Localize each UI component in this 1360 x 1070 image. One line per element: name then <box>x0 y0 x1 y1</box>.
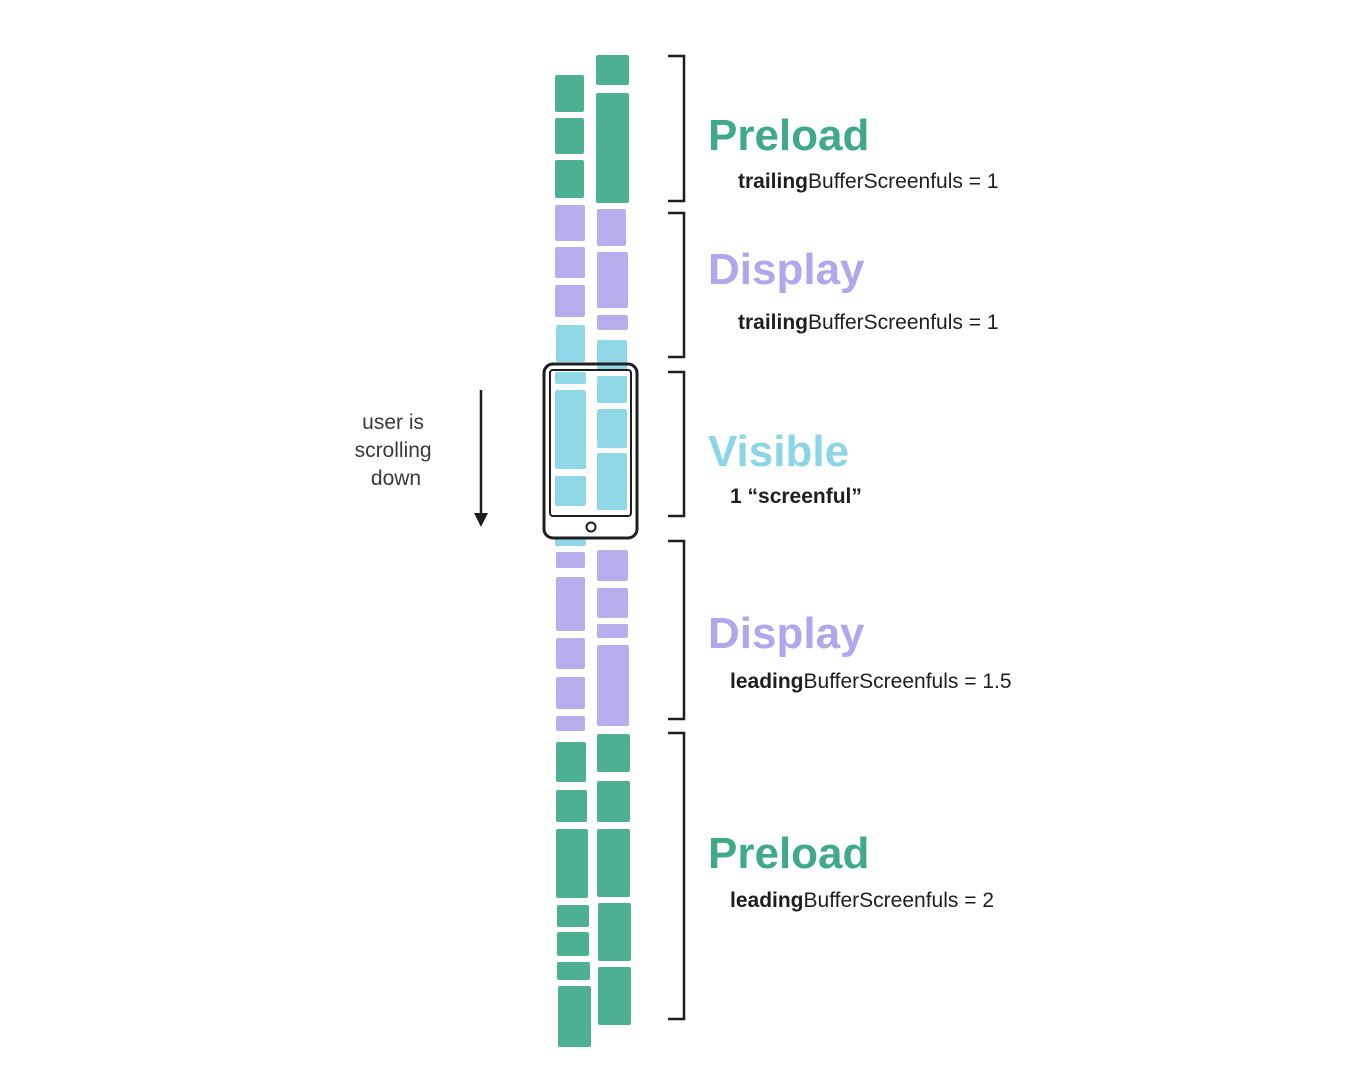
cell-columns <box>555 55 631 1047</box>
arrow-down-icon <box>474 390 488 527</box>
param-visible: 1 “screenful” <box>730 485 862 508</box>
cell-28 <box>597 340 627 371</box>
param-preload-bottom: leadingBufferScreenfuls = 2 <box>730 889 994 912</box>
param-preload-top-bold: trailing <box>738 170 808 193</box>
cell-40 <box>598 967 631 1025</box>
cell-11 <box>556 552 585 568</box>
cell-24 <box>596 93 629 203</box>
cell-22 <box>558 986 591 1047</box>
cell-5 <box>555 285 585 317</box>
cell-2 <box>555 160 584 198</box>
cell-32 <box>597 550 628 581</box>
heading-preload-top: Preload <box>708 111 869 160</box>
bracket-preload-top <box>668 54 686 203</box>
cell-26 <box>597 252 628 308</box>
cell-29 <box>597 376 627 403</box>
cell-25 <box>597 209 626 246</box>
param-display-bottom: leadingBufferScreenfuls = 1.5 <box>730 670 1012 693</box>
param-preload-bottom-bold: leading <box>730 889 804 912</box>
param-display-bottom-bold: leading <box>730 670 804 693</box>
param-display-top-bold: trailing <box>738 311 808 334</box>
cell-12 <box>556 577 585 631</box>
cell-6 <box>556 325 585 362</box>
cell-34 <box>597 624 628 638</box>
cell-17 <box>556 790 587 822</box>
cell-20 <box>557 932 589 956</box>
cell-16 <box>556 742 586 782</box>
section-brackets <box>668 54 686 1021</box>
cell-15 <box>556 716 585 731</box>
cell-39 <box>598 903 631 961</box>
heading-visible: Visible <box>708 427 849 476</box>
cell-18 <box>556 829 588 898</box>
heading-display-top: Display <box>708 245 865 294</box>
cell-36 <box>597 734 630 772</box>
param-display-top-rest: BufferScreenfuls = 1 <box>808 311 998 334</box>
param-preload-top: trailingBufferScreenfuls = 1 <box>738 170 999 193</box>
cell-30 <box>597 409 627 448</box>
cell-38 <box>597 829 630 897</box>
scroll-note-line3: down <box>371 467 421 490</box>
param-preload-bottom-rest: BufferScreenfuls = 2 <box>804 889 994 912</box>
bracket-preload-bottom <box>668 731 686 1021</box>
scroll-note: user is scrolling down <box>355 411 438 490</box>
cell-14 <box>556 677 585 709</box>
param-display-top: trailingBufferScreenfuls = 1 <box>738 311 999 334</box>
cell-37 <box>597 781 630 822</box>
param-preload-top-rest: BufferScreenfuls = 1 <box>808 170 998 193</box>
cell-19 <box>557 905 589 927</box>
bracket-display-bottom <box>668 539 686 721</box>
param-visible-bold: 1 “screenful” <box>730 485 862 508</box>
cell-0 <box>555 75 584 112</box>
cell-13 <box>556 638 585 669</box>
bracket-display-top <box>668 211 686 359</box>
cell-9 <box>555 476 586 506</box>
cell-21 <box>557 962 590 980</box>
cell-4 <box>555 247 585 278</box>
cell-3 <box>555 205 585 241</box>
cell-23 <box>596 55 629 85</box>
bracket-visible <box>668 370 686 518</box>
cell-7 <box>555 372 586 384</box>
scroll-note-line1: user is <box>362 411 424 434</box>
heading-preload-bottom: Preload <box>708 829 869 878</box>
cell-1 <box>555 118 584 154</box>
scroll-note-line2: scrolling <box>355 439 432 462</box>
cell-8 <box>555 390 586 469</box>
cell-35 <box>597 645 629 726</box>
heading-display-bottom: Display <box>708 609 865 658</box>
cell-33 <box>597 588 628 618</box>
param-display-bottom-rest: BufferScreenfuls = 1.5 <box>804 670 1012 693</box>
cell-31 <box>597 453 627 510</box>
phone-icon <box>542 362 639 540</box>
cell-27 <box>597 315 628 330</box>
